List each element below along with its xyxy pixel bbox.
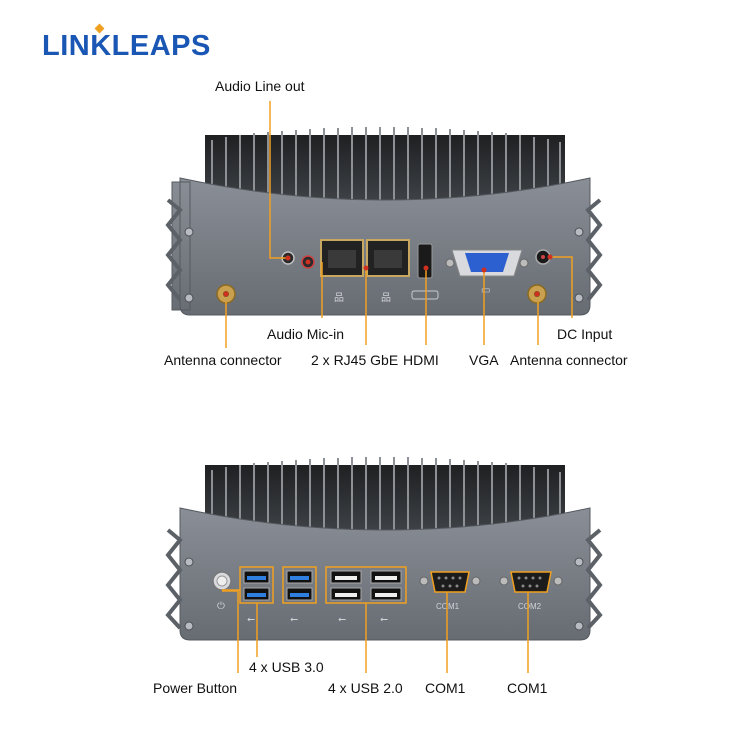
rj45-port-2 (366, 239, 410, 277)
svg-text:⏻: ⏻ (217, 601, 225, 612)
top-device: 品 品 ▭ (165, 127, 603, 316)
top-leader-lines (225, 101, 573, 348)
dc-input-jack (535, 249, 551, 265)
svg-text:⭠: ⭠ (247, 614, 255, 625)
callout-hdmi: HDMI (403, 352, 439, 368)
lan-icon-2: 品 (381, 292, 391, 304)
callout-dc-input: DC Input (557, 326, 613, 342)
top-heatsink-fins (205, 127, 565, 200)
bottom-heatsink-fins (205, 457, 565, 530)
callout-com-b: COM1 (507, 680, 548, 696)
callout-com-a: COM1 (425, 680, 466, 696)
com2-port (499, 571, 563, 593)
com1-silk: COM1 (436, 602, 460, 611)
svg-text:⭠: ⭠ (380, 614, 388, 625)
bottom-leader-lines (222, 589, 529, 673)
hdmi-silk-icon (411, 290, 439, 300)
bottom-device: ⏻ ⭠ ⭠ ⭠ ⭠ (165, 457, 603, 641)
callout-power-button: Power Button (153, 680, 238, 696)
callout-rj45: 2 x RJ45 GbE (311, 352, 399, 368)
callout-usb2: 4 x USB 2.0 (328, 680, 403, 696)
callout-vga: VGA (469, 352, 499, 368)
callout-usb3: 4 x USB 3.0 (249, 659, 324, 675)
hdmi-port (417, 243, 433, 279)
callout-antenna-right: Antenna connector (510, 352, 628, 368)
vga-port (445, 249, 529, 277)
callout-antenna-left: Antenna connector (164, 352, 282, 368)
com1-port (419, 571, 481, 593)
top-leader-dots (223, 254, 553, 297)
lan-icon-1: 品 (334, 292, 344, 304)
rj45-port-1 (320, 239, 364, 277)
svg-text:⭠: ⭠ (290, 614, 298, 625)
vga-silk-icon: ▭ (481, 285, 490, 296)
brand-logo: LINKLEAPS (42, 30, 211, 62)
svg-text:⭠: ⭠ (338, 614, 346, 625)
usb3-ports: ⭠ ⭠ (239, 566, 317, 625)
com2-silk: COM2 (518, 602, 542, 611)
usb2-ports: ⭠ ⭠ (325, 566, 407, 625)
callout-audio-line-out: Audio Line out (215, 78, 305, 94)
callout-audio-mic-in: Audio Mic-in (267, 326, 345, 342)
